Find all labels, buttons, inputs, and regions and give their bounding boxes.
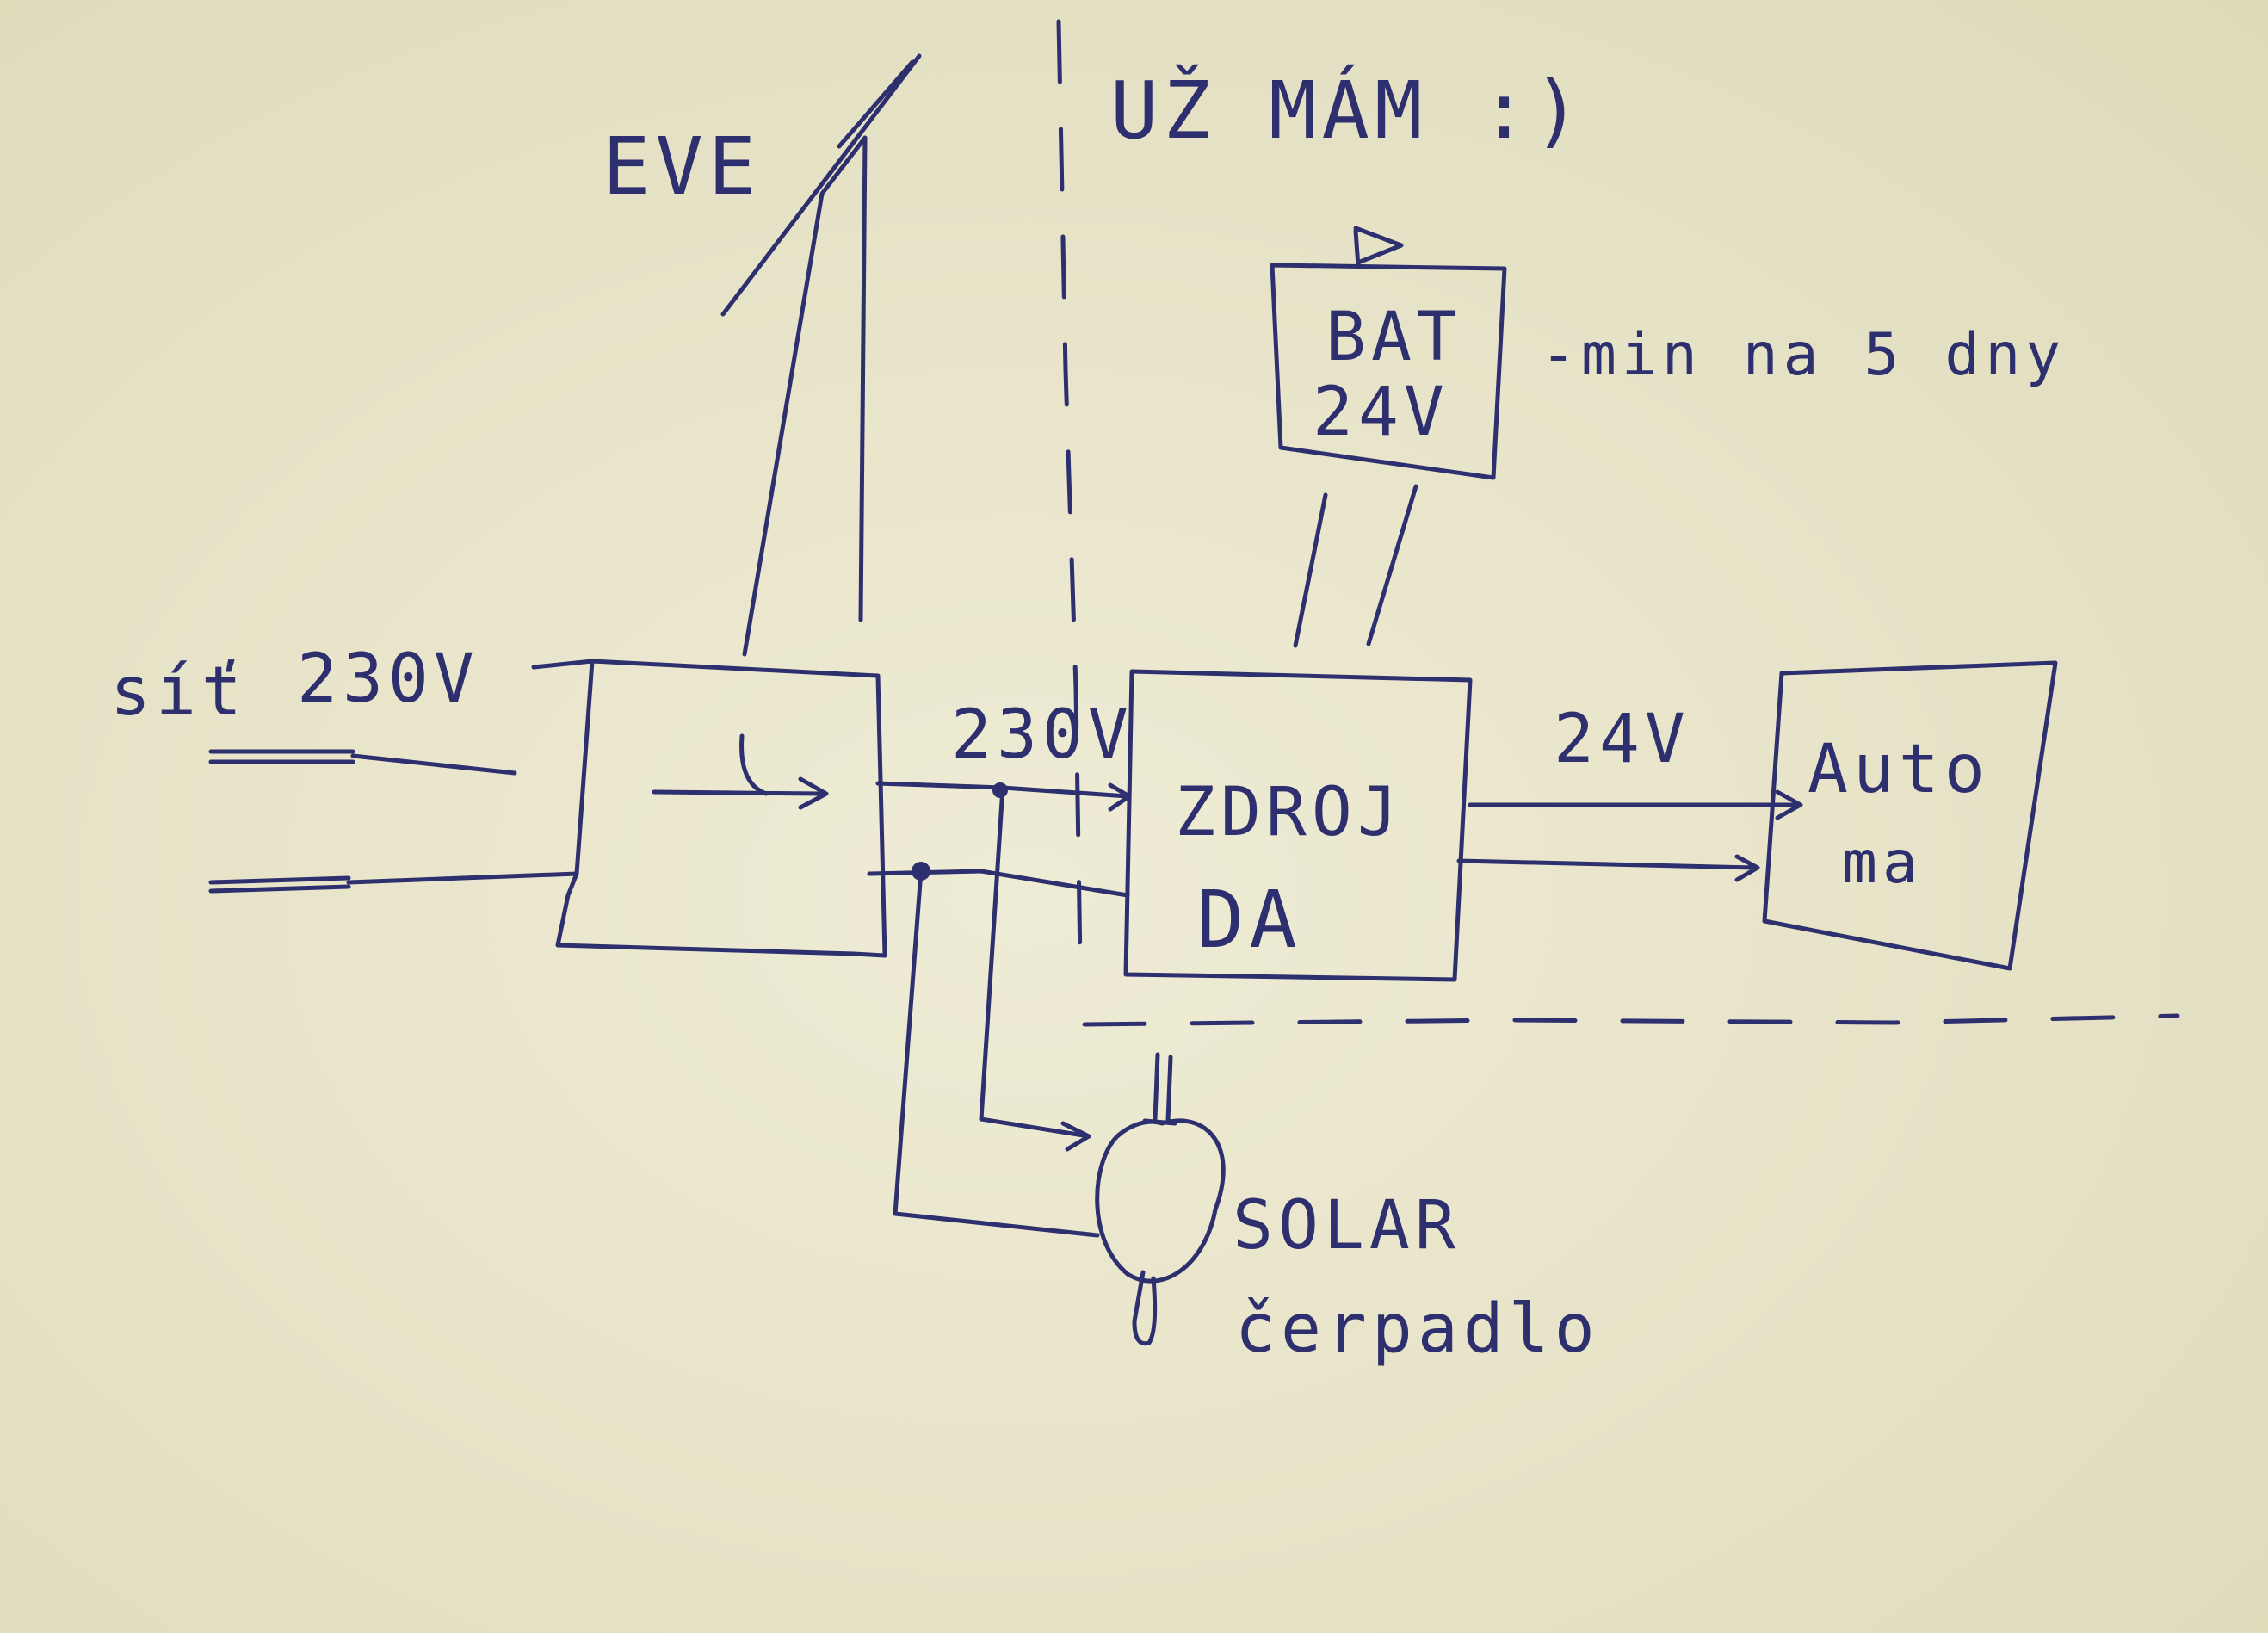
- battery-box: [1270, 263, 1507, 480]
- zdroj-label: ZDROJ: [1175, 774, 1403, 851]
- automat-box: [1762, 660, 2058, 971]
- mains-label: síť: [110, 653, 247, 731]
- battery-voltage-label: 24V: [1313, 374, 1449, 451]
- mid-voltage-label: 230V: [951, 696, 1134, 774]
- horizontal-dashed-divider: [1082, 1013, 2180, 1027]
- pump-wire-outer: [893, 869, 1100, 1238]
- eve-antenna-slash-2: [837, 59, 915, 149]
- mains-voltage-label: 230V: [297, 640, 479, 718]
- uz-mam-note: UŽ MÁM :): [1110, 63, 1586, 157]
- eve-antenna-slash: [720, 53, 922, 317]
- battery-arrow: [1353, 226, 1404, 269]
- junction-dot-1: [992, 782, 1008, 798]
- eve-label: EVE: [603, 121, 761, 213]
- eve-inner-arrow: [652, 733, 829, 810]
- solar-label-line2: čerpadlo: [1235, 1290, 1600, 1368]
- zdroj-box: [1123, 669, 1473, 982]
- output-line-bottom: [1456, 854, 1760, 882]
- junction-dot-2: [912, 862, 930, 881]
- output-line-top: [1468, 789, 1803, 820]
- automat-label-line2: ma: [1842, 829, 1923, 897]
- vertical-dashed-divider: [1056, 19, 1083, 967]
- battery-label: BAT: [1326, 299, 1462, 376]
- eve-box: [531, 659, 887, 958]
- battery-wires: [1293, 484, 1418, 648]
- solar-pump-bottom-pipe: [1132, 1270, 1158, 1346]
- eve-antenna: [742, 135, 868, 657]
- line-eve-to-zdroj-bottom: [867, 869, 1130, 898]
- solar-pump-top-pipe: [1142, 1052, 1177, 1126]
- mains-input-lines: [208, 749, 579, 894]
- da-label: DA: [1196, 874, 1302, 966]
- battery-note: -min na 5 dny: [1541, 321, 2066, 389]
- solar-label-line1: SOLAR: [1233, 1187, 1461, 1265]
- output-voltage-label: 24V: [1554, 701, 1690, 778]
- pump-wire-inner: [979, 785, 1091, 1152]
- automat-label-line1: Auto: [1808, 731, 1990, 808]
